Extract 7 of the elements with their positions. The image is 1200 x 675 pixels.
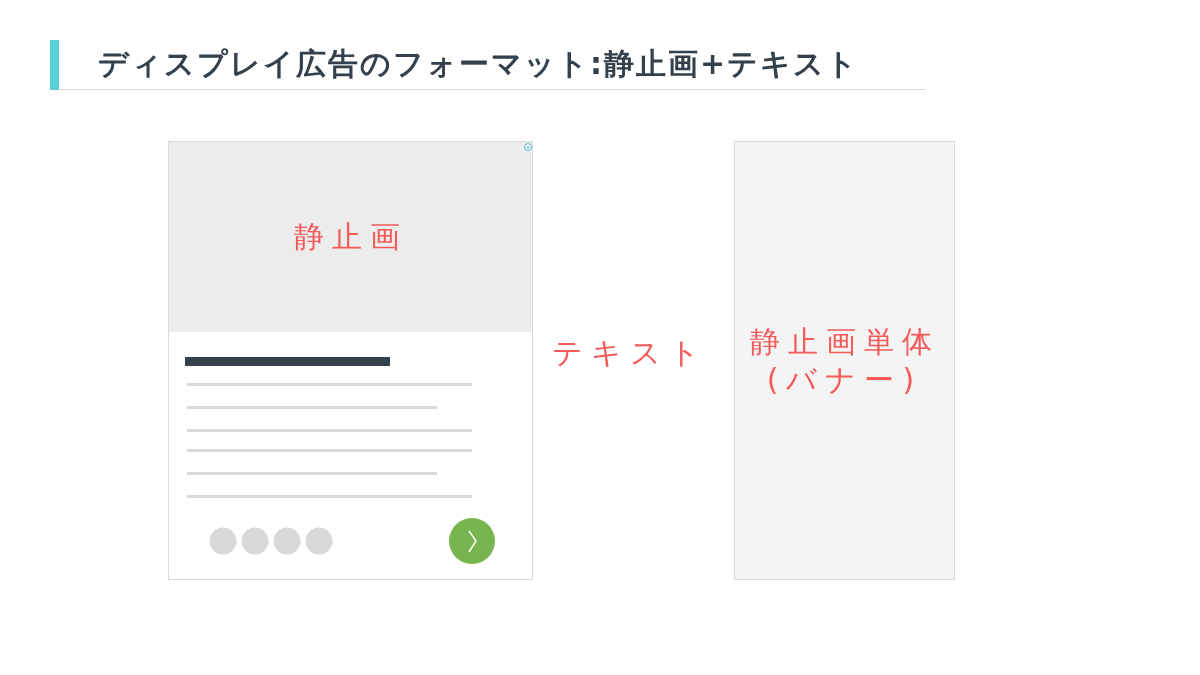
- node-label: 静止画単体(バナー): [749, 323, 940, 398]
- image-area: [169, 142, 532, 332]
- node-label: 静止画: [292, 218, 409, 256]
- banner-box: [734, 141, 955, 580]
- label: テキスト: [552, 334, 708, 372]
- title: ディスプレイ広告のフォーマット:静止画+テキスト: [98, 45, 860, 83]
- ad-card: [168, 141, 533, 580]
